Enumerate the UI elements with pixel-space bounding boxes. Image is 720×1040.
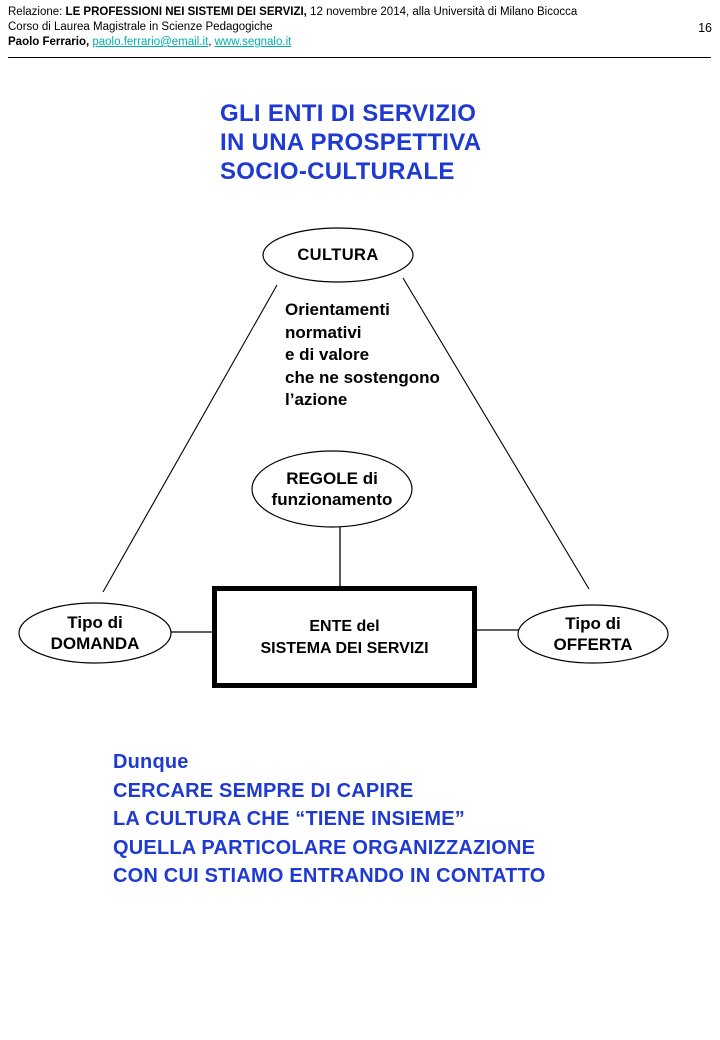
regole-label-line-2: funzionamento [271,490,393,509]
domanda-ellipse [18,602,172,664]
slide-title-line-3: SOCIO-CULTURALE [220,158,455,185]
conclusion-line-3: LA CULTURA CHE “TIENE INSIEME” [113,808,465,831]
domanda-label: Tipo di DOMANDA [10,612,180,654]
domanda-label-line-1: Tipo di [67,613,123,632]
regole-label: REGOLE di funzionamento [242,468,422,510]
slide-title-line-2: IN UNA PROSPETTIVA [220,129,482,156]
ente-label: ENTE del SISTEMA DEI SERVIZI [212,616,477,660]
link-separator: , [208,36,215,48]
cultura-label: CULTURA [297,246,379,264]
author-name: Paolo Ferrario, [8,36,93,48]
ente-label-line-1: ENTE del [309,618,380,635]
annotation-line-5: l’azione [285,390,348,409]
email-link[interactable]: paolo.ferrario@email.it [92,36,209,48]
conclusion-text: Dunque CERCARE SEMPRE DI CAPIRE LA CULTU… [113,748,546,891]
annotation-line-4: che ne sostengono [285,367,440,387]
orientamenti-annotation: Orientamenti normativi e di valore che n… [285,299,440,412]
domanda-label-line-2: DOMANDA [50,634,140,653]
annotation-line-1: Orientamenti [285,300,390,319]
offerta-label: Tipo di OFFERTA [513,613,673,655]
annotation-line-2: normativi [285,322,362,342]
header-line-3: Paolo Ferrario, paolo.ferrario@email.it,… [8,35,668,50]
ente-label-line-2: SISTEMA DEI SERVIZI [260,640,429,657]
conclusion-line-2: CERCARE SEMPRE DI CAPIRE [113,779,414,802]
regole-ellipse [251,450,413,528]
page-header: Relazione: LE PROFESSIONI NEI SISTEMI DE… [8,5,668,50]
offerta-label-line-2: OFFERTA [553,635,633,654]
conclusion-line-4: QUELLA PARTICOLARE ORGANIZZAZIONE [113,836,536,859]
slide-title: GLI ENTI DI SERVIZIO IN UNA PROSPETTIVA … [220,99,481,186]
slide-title-line-1: GLI ENTI DI SERVIZIO [220,100,477,127]
edge-cultura-domanda [102,284,278,593]
offerta-ellipse [517,604,669,664]
cultura-ellipse [262,227,414,283]
regole-label-line-1: REGOLE di [286,469,378,488]
conclusion-line-5: CON CUI STIAMO ENTRANDO IN CONTATTO [113,865,546,888]
header-report-title: LE PROFESSIONI NEI SISTEMI DEI SERVIZI, [65,6,307,18]
ente-rect [212,586,477,688]
edge-cultura-offerta [402,277,590,590]
header-date-venue: 12 novembre 2014, alla Università di Mil… [306,6,578,18]
conclusion-line-1: Dunque [113,751,189,773]
offerta-label-line-1: Tipo di [565,614,621,633]
page-number: 16 [698,21,712,35]
header-relazione-prefix: Relazione: [8,6,66,18]
header-line-2: Corso di Laurea Magistrale in Scienze Pe… [8,21,273,33]
header-line-1: Relazione: LE PROFESSIONI NEI SISTEMI DE… [8,5,668,20]
website-link[interactable]: www.segnalo.it [214,36,292,48]
annotation-line-3: e di valore [285,345,370,364]
header-divider-line [8,57,711,58]
